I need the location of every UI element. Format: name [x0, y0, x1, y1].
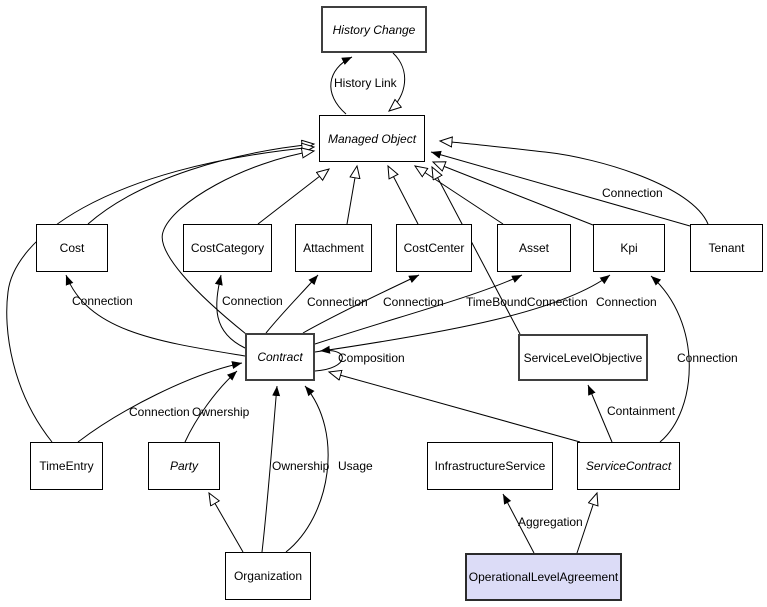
edge-label-containment: Containment	[607, 404, 676, 418]
edge-service-contract-kpi	[650, 275, 690, 443]
edge-label-connection-time-entry: Connection	[129, 405, 190, 419]
node-service-level-objective[interactable]: ServiceLevelObjective	[518, 334, 648, 381]
edge-label-connection-kpi: Connection	[596, 295, 657, 309]
node-label: TimeEntry	[39, 459, 94, 473]
edge-operational-level-agreement-infrastructure-service	[502, 493, 535, 554]
edge-contract-asset-time-bound-connection	[314, 274, 523, 345]
edge-label-time-bound-connection: TimeBoundConnection	[466, 295, 588, 309]
edge-party-contract	[184, 370, 238, 443]
edge-tenant-managed-object-generalization	[440, 141, 709, 225]
node-contract[interactable]: Contract	[245, 333, 315, 381]
edge-service-contract-service-level-objective	[587, 384, 613, 443]
node-cost[interactable]: Cost	[36, 224, 108, 272]
edge-operational-level-agreement-service-contract	[576, 493, 597, 554]
edge-history-link	[330, 56, 353, 115]
edge-label-ownership-organization: Ownership	[272, 459, 330, 473]
node-label: Cost	[59, 241, 85, 255]
node-label: Party	[169, 459, 198, 473]
edge-service-contract-contract	[329, 372, 581, 443]
node-managed-object[interactable]: Managed Object	[319, 115, 425, 162]
node-cost-category[interactable]: CostCategory	[183, 224, 272, 272]
node-history-change[interactable]: History Change	[321, 6, 427, 53]
edge-contract-managed-object	[161, 151, 314, 335]
edge-cost-category-managed-object	[257, 169, 329, 225]
edge-organization-contract-ownership	[261, 385, 281, 553]
node-label: CostCategory	[190, 241, 265, 255]
node-label: Managed Object	[327, 131, 417, 146]
edge-history-change-managed-object	[389, 52, 406, 111]
edge-contract-kpi	[314, 274, 611, 353]
node-label: Asset	[518, 241, 549, 255]
node-time-entry[interactable]: TimeEntry	[30, 442, 103, 490]
node-asset[interactable]: Asset	[497, 224, 571, 272]
node-tenant[interactable]: Tenant	[690, 224, 763, 272]
edge-label-ownership-party: Ownership	[192, 405, 250, 419]
node-label: Attachment	[303, 241, 364, 255]
edge-label-connection-cost: Connection	[72, 294, 133, 308]
edge-contract-cost-center	[302, 274, 420, 334]
edge-label-connection-service-contract-kpi: Connection	[677, 351, 738, 365]
edge-time-entry-managed-object	[6, 147, 314, 443]
node-organization[interactable]: Organization	[225, 552, 311, 600]
node-label: History Change	[332, 22, 416, 37]
edge-contract-attachment	[265, 274, 319, 334]
edge-label-connection-cost-center: Connection	[383, 295, 444, 309]
edge-asset-managed-object	[415, 166, 504, 225]
edge-label-aggregation: Aggregation	[518, 515, 583, 529]
edge-contract-cost	[65, 274, 246, 357]
edge-organization-party	[209, 493, 244, 553]
edge-label-connection-tenant: Connection	[602, 186, 663, 200]
edge-label-usage: Usage	[338, 459, 373, 473]
edge-attachment-managed-object	[346, 166, 357, 225]
node-label: OperationalLevelAgreement	[468, 570, 619, 584]
edge-label-connection-cost-category: Connection	[222, 294, 283, 308]
edge-cost-center-managed-object	[388, 166, 419, 225]
node-label: ServiceLevelObjective	[523, 350, 643, 365]
edge-cost-managed-object	[87, 144, 314, 225]
node-label: Kpi	[620, 241, 638, 255]
node-party[interactable]: Party	[148, 442, 220, 490]
node-cost-center[interactable]: CostCenter	[396, 224, 472, 272]
node-label: Contract	[257, 350, 303, 364]
edge-label-history-link: History Link	[334, 76, 397, 90]
edge-label-composition: Composition	[338, 351, 405, 365]
edge-contract-cost-category	[214, 274, 246, 349]
edge-tenant-managed-object-connection	[430, 150, 691, 227]
node-label: Organization	[233, 569, 303, 583]
edge-service-level-objective-managed-object	[432, 167, 521, 335]
node-label: CostCenter	[403, 241, 465, 255]
edge-label-connection-attachment: Connection	[307, 295, 368, 309]
node-label: Tenant	[708, 241, 745, 255]
node-operational-level-agreement[interactable]: OperationalLevelAgreement	[465, 553, 622, 601]
edge-time-entry-contract	[77, 361, 243, 443]
edge-organization-contract-usage	[285, 385, 329, 553]
node-kpi[interactable]: Kpi	[593, 224, 665, 272]
node-service-contract[interactable]: ServiceContract	[577, 442, 680, 490]
edge-kpi-managed-object	[433, 162, 594, 226]
node-attachment[interactable]: Attachment	[295, 224, 372, 272]
node-label: ServiceContract	[585, 459, 672, 473]
edge-contract-composition-self-loop	[314, 345, 343, 372]
node-infrastructure-service[interactable]: InfrastructureService	[427, 442, 553, 490]
node-label: InfrastructureService	[434, 459, 546, 473]
